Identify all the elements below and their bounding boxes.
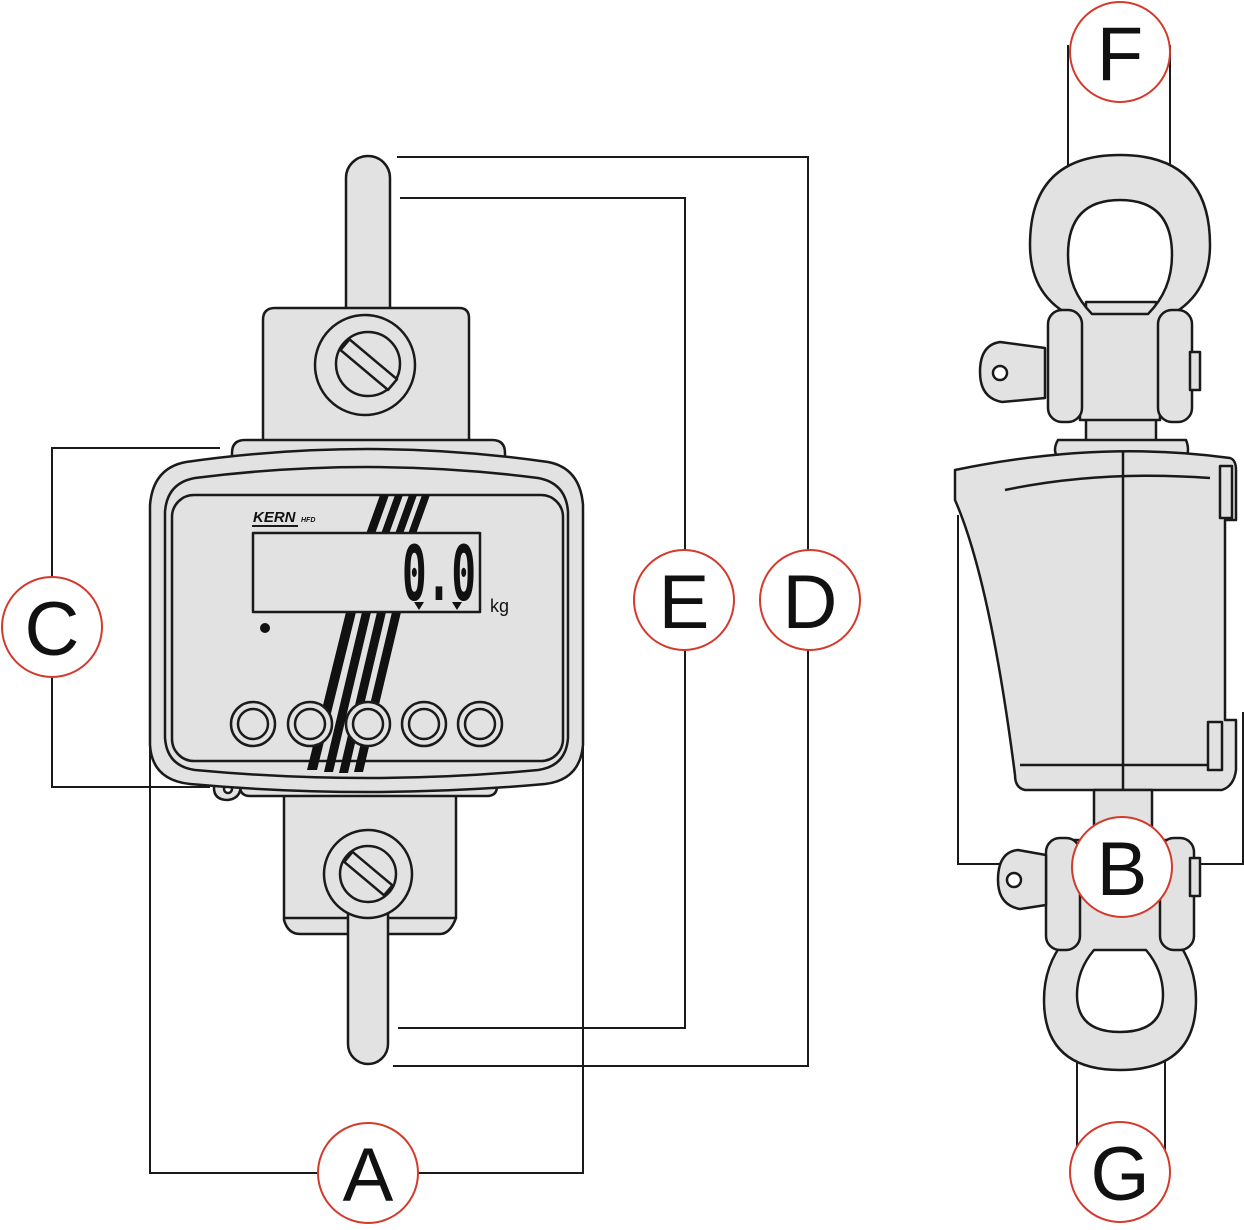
top-shackle [1028, 153, 1212, 422]
bottom-pin-end [1188, 856, 1202, 898]
key-4[interactable] [400, 700, 448, 748]
callout-a-label: A [343, 1133, 394, 1218]
top-pin-tab [978, 340, 1047, 404]
callout-d: D [759, 549, 861, 651]
top-shackle-leg-left [1046, 308, 1084, 424]
indicator-arrow-1 [414, 602, 424, 610]
top-shackle-leg-right [1156, 308, 1194, 424]
callout-c: C [1, 576, 103, 678]
model-label: HFD [301, 517, 315, 524]
callouts: A B C D E F G [1, 1, 1173, 1224]
callout-f-label: F [1097, 12, 1143, 97]
top-pin-hole [991, 364, 1009, 382]
top-pin-end [1188, 350, 1202, 392]
callout-b-label: B [1097, 827, 1148, 912]
top-bolt-slot [339, 338, 399, 392]
callout-b: B [1071, 816, 1173, 918]
status-led [260, 623, 270, 633]
callout-e: E [633, 549, 735, 651]
side-clip-top [1218, 464, 1234, 520]
callout-g-label: G [1090, 1132, 1149, 1217]
lcd-display [251, 531, 482, 614]
callout-c-label: C [25, 587, 80, 672]
bottom-bolt-slot [342, 850, 394, 897]
callout-a: A [317, 1122, 419, 1224]
key-2[interactable] [286, 700, 334, 748]
bottom-pin-hole [1005, 871, 1023, 889]
side-clip-bottom [1206, 720, 1224, 772]
side-view [953, 153, 1238, 1072]
display-value: 0.0 [402, 529, 476, 618]
housing-inner-rim [163, 465, 570, 780]
key-3[interactable] [344, 700, 392, 748]
side-housing [953, 450, 1238, 792]
brand-logo: KERN [253, 509, 297, 526]
key-5[interactable] [456, 700, 504, 748]
key-1[interactable] [229, 700, 277, 748]
keypad [229, 700, 504, 748]
front-view: 0.0 kg KERN HFD [148, 154, 585, 1066]
callout-f: F [1069, 1, 1171, 103]
callout-d-label: D [783, 560, 838, 645]
unit-label: kg [490, 596, 509, 616]
side-housing-top-edge [1004, 474, 1211, 492]
callout-g: G [1069, 1121, 1171, 1223]
indicator-arrow-2 [452, 602, 462, 610]
callout-e-label: E [659, 560, 710, 645]
